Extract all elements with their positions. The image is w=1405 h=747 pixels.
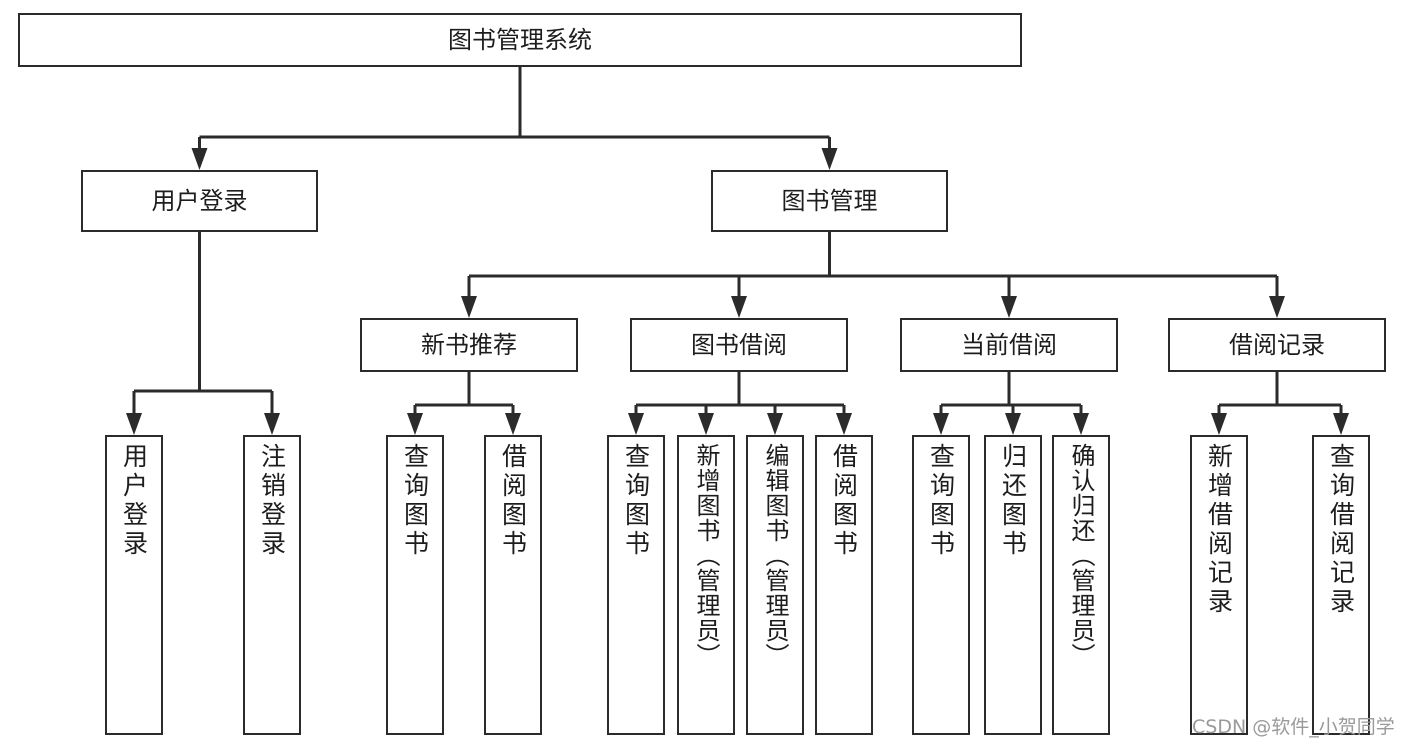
node-label-root: 图书管理系统 (448, 25, 592, 54)
arrow-head (698, 413, 714, 435)
arrow-head (126, 413, 142, 435)
node-leaf-add-book[interactable]: 新增图书（管理员） (677, 435, 735, 735)
node-leaf-borrow-book-1[interactable]: 借阅图书 (484, 435, 542, 735)
node-new-book-rec[interactable]: 新书推荐 (360, 318, 578, 372)
node-user-login[interactable]: 用户登录 (81, 170, 318, 232)
arrow-head (1073, 413, 1089, 435)
arrow-head (933, 413, 949, 435)
node-current-borrow[interactable]: 当前借阅 (900, 318, 1118, 372)
node-label-leaf-borrow-book-2: 借阅图书 (829, 443, 859, 559)
node-label-book-borrow: 图书借阅 (691, 330, 787, 359)
node-book-borrow[interactable]: 图书借阅 (630, 318, 848, 372)
arrow-head (767, 413, 783, 435)
node-leaf-edit-book[interactable]: 编辑图书（管理员） (746, 435, 804, 735)
arrow-head (1269, 296, 1285, 318)
arrow-head (628, 413, 644, 435)
node-borrow-record[interactable]: 借阅记录 (1168, 318, 1386, 372)
arrow-head (821, 148, 838, 170)
arrow-head (836, 413, 852, 435)
node-label-leaf-return-book: 归还图书 (998, 443, 1028, 559)
node-label-leaf-query-record: 查询借阅记录 (1326, 443, 1356, 617)
node-leaf-user-logout[interactable]: 注销登录 (243, 435, 301, 735)
node-root[interactable]: 图书管理系统 (18, 13, 1022, 67)
arrow-head (407, 413, 423, 435)
node-book-manage[interactable]: 图书管理 (711, 170, 948, 232)
node-label-current-borrow: 当前借阅 (961, 330, 1057, 359)
node-leaf-add-record[interactable]: 新增借阅记录 (1190, 435, 1248, 735)
node-leaf-borrow-book-2[interactable]: 借阅图书 (815, 435, 873, 735)
watermark-text: CSDN @软件_小贺同学 (1192, 716, 1395, 738)
node-label-leaf-add-book: 新增图书（管理员） (692, 443, 720, 668)
arrow-head (505, 413, 521, 435)
arrow-head (461, 296, 477, 318)
node-label-leaf-user-logout: 注销登录 (257, 443, 287, 559)
node-label-leaf-confirm-return: 确认归还（管理员） (1067, 443, 1095, 668)
node-leaf-return-book[interactable]: 归还图书 (984, 435, 1042, 735)
node-leaf-query-record[interactable]: 查询借阅记录 (1312, 435, 1370, 735)
node-label-leaf-query-book-1: 查询图书 (400, 443, 430, 559)
arrow-head (1001, 296, 1017, 318)
node-label-user-login: 用户登录 (151, 186, 248, 215)
arrow-head (1211, 413, 1227, 435)
node-label-leaf-add-record: 新增借阅记录 (1204, 443, 1234, 617)
node-leaf-query-book-1[interactable]: 查询图书 (386, 435, 444, 735)
arrow-head (1005, 413, 1021, 435)
node-leaf-confirm-return[interactable]: 确认归还（管理员） (1052, 435, 1110, 735)
arrow-head (264, 413, 280, 435)
node-label-leaf-query-book-2: 查询图书 (621, 443, 651, 559)
node-label-borrow-record: 借阅记录 (1229, 330, 1325, 359)
node-label-book-manage: 图书管理 (781, 186, 878, 215)
node-leaf-query-book-2[interactable]: 查询图书 (607, 435, 665, 735)
node-label-leaf-edit-book: 编辑图书（管理员） (761, 443, 789, 668)
node-label-leaf-user-login: 用户登录 (119, 443, 149, 559)
node-leaf-query-book-3[interactable]: 查询图书 (912, 435, 970, 735)
node-leaf-user-login[interactable]: 用户登录 (105, 435, 163, 735)
arrow-head (731, 296, 747, 318)
arrow-head (1333, 413, 1349, 435)
node-label-new-book-rec: 新书推荐 (421, 330, 517, 359)
arrow-head (191, 148, 208, 170)
node-label-leaf-borrow-book-1: 借阅图书 (498, 443, 528, 559)
node-label-leaf-query-book-3: 查询图书 (926, 443, 956, 559)
